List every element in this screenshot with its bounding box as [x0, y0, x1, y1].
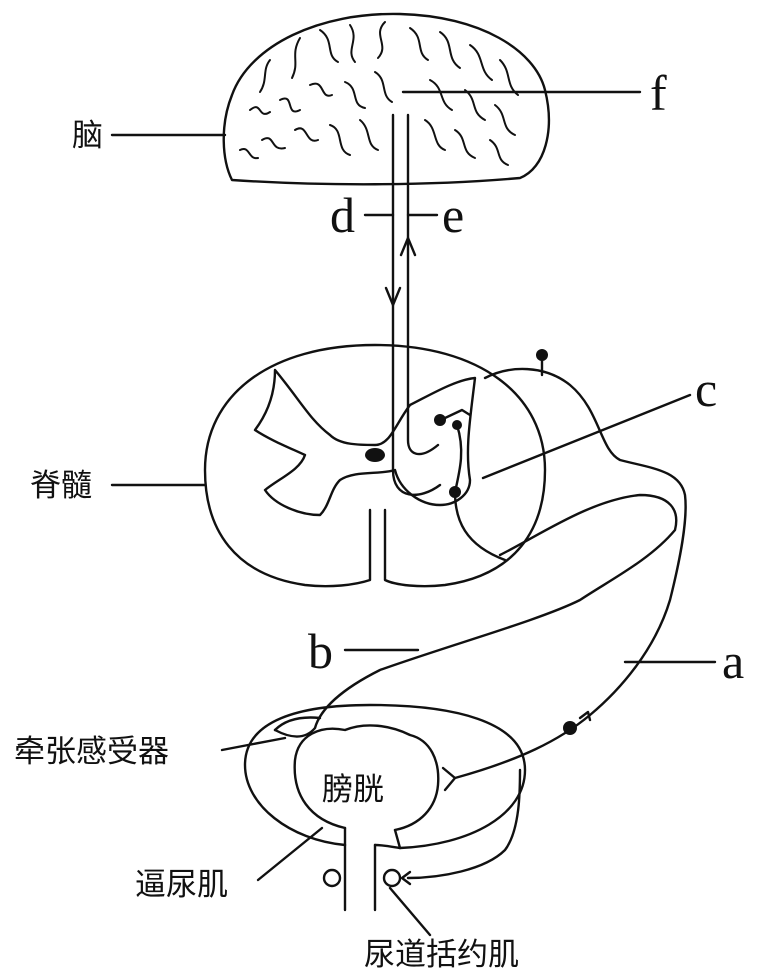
- efferent-ganglion: [563, 721, 577, 735]
- sphincter-right: [382, 868, 402, 888]
- c-leader: [481, 393, 692, 480]
- nerve-b: [273, 493, 678, 738]
- tracts-d-e: [384, 113, 442, 497]
- brain-gyri: [239, 21, 519, 166]
- efferent-synapse: [578, 710, 592, 722]
- central-canal: [365, 448, 385, 462]
- label-e: e: [442, 187, 464, 243]
- label-stretch-receptor: 牵张感受器: [14, 734, 169, 770]
- label-c: c: [695, 361, 717, 417]
- sphincter-nerve: [406, 768, 522, 880]
- label-detrusor: 逼尿肌: [135, 867, 228, 903]
- tract-d-lower: [391, 298, 442, 497]
- label-spinal-cord: 脊髓: [30, 468, 92, 504]
- spinal-cord: [203, 343, 547, 588]
- interneurons: [434, 408, 507, 562]
- detrusor-leader: [256, 826, 324, 882]
- neck-right: [373, 843, 402, 850]
- receptor-leader: [220, 736, 287, 752]
- sphincter-leader: [388, 886, 432, 937]
- label-bladder: 膀胱: [322, 772, 384, 808]
- motor-axon-start: [453, 490, 507, 562]
- label-brain: 脑: [72, 118, 103, 154]
- nerve-a: [453, 367, 687, 780]
- receptor-ending: [273, 716, 322, 732]
- label-a: a: [722, 633, 744, 689]
- label-f: f: [650, 65, 667, 121]
- efferent-end: [441, 766, 457, 792]
- label-b: b: [308, 623, 333, 679]
- label-sphincter: 尿道括约肌: [364, 937, 519, 973]
- bladder-neck: [343, 826, 402, 850]
- bladder: [243, 703, 527, 912]
- sphincter-synapse: [400, 870, 412, 886]
- gray-matter: [253, 368, 477, 517]
- brain: [222, 12, 551, 186]
- tract-e-lower: [406, 243, 440, 456]
- brain-outline: [222, 12, 551, 186]
- label-d: d: [330, 187, 355, 243]
- bladder-inner: [293, 724, 440, 832]
- synapse-1: [443, 408, 472, 420]
- interneuron-axon: [453, 423, 463, 494]
- interneuron-1: [434, 414, 446, 426]
- bladder-outer: [243, 703, 527, 850]
- sphincter-left: [322, 868, 342, 888]
- tract-e-arrow: [399, 236, 417, 257]
- spinal-cord-outline: [203, 343, 547, 588]
